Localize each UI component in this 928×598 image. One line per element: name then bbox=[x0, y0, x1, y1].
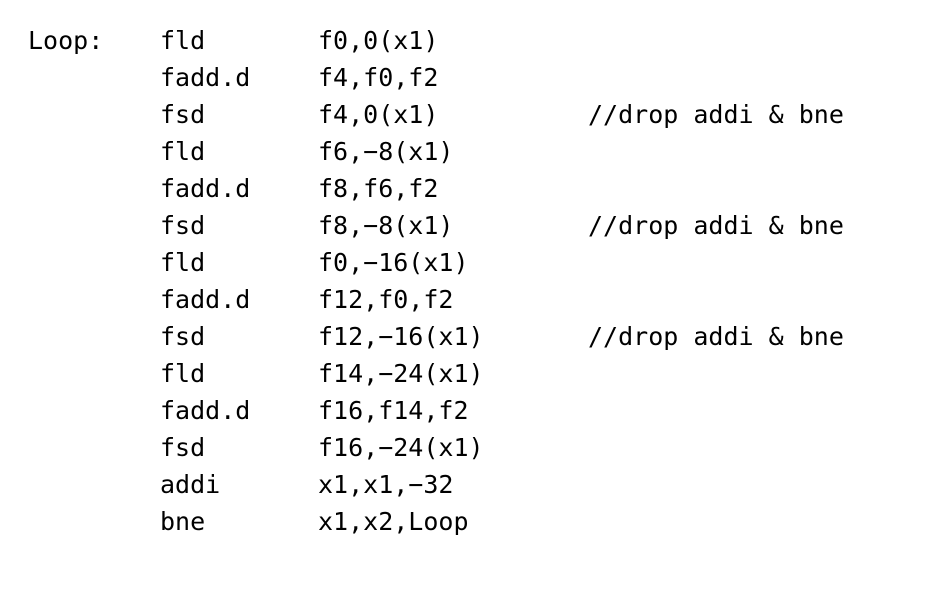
instruction-operands: x1,x1,−32 bbox=[318, 470, 454, 499]
instruction-operands: f0,−16(x1) bbox=[318, 248, 469, 277]
instruction-mnemonic: fadd.d bbox=[160, 396, 251, 425]
code-line: fadd.d f8,f6,f2 bbox=[0, 170, 928, 207]
instruction-mnemonic: fsd bbox=[160, 100, 206, 129]
instruction-operands: f16,−24(x1) bbox=[318, 433, 484, 462]
instruction-comment: //drop addi & bne bbox=[588, 322, 844, 351]
code-line: fsd f12,−16(x1) //drop addi & bne bbox=[0, 318, 928, 355]
instruction-operands: f4,0(x1) bbox=[318, 100, 439, 129]
code-line: addi x1,x1,−32 bbox=[0, 466, 928, 503]
code-line: fld f6,−8(x1) bbox=[0, 133, 928, 170]
instruction-mnemonic: fld bbox=[160, 26, 206, 55]
instruction-mnemonic: fld bbox=[160, 248, 206, 277]
instruction-operands: f8,−8(x1) bbox=[318, 211, 454, 240]
code-line: fsd f16,−24(x1) bbox=[0, 429, 928, 466]
instruction-mnemonic: fadd.d bbox=[160, 174, 251, 203]
instruction-mnemonic: fadd.d bbox=[160, 285, 251, 314]
instruction-mnemonic: fld bbox=[160, 137, 206, 166]
instruction-mnemonic: addi bbox=[160, 470, 221, 499]
instruction-operands: f0,0(x1) bbox=[318, 26, 439, 55]
instruction-operands: f14,−24(x1) bbox=[318, 359, 484, 388]
code-line: fsd f8,−8(x1) //drop addi & bne bbox=[0, 207, 928, 244]
instruction-comment: //drop addi & bne bbox=[588, 211, 844, 240]
instruction-mnemonic: fsd bbox=[160, 211, 206, 240]
instruction-mnemonic: fsd bbox=[160, 322, 206, 351]
code-line: bne x1,x2,Loop bbox=[0, 503, 928, 540]
instruction-operands: f12,f0,f2 bbox=[318, 285, 454, 314]
instruction-mnemonic: fsd bbox=[160, 433, 206, 462]
instruction-label: Loop: bbox=[28, 26, 104, 55]
instruction-operands: f16,f14,f2 bbox=[318, 396, 469, 425]
instruction-mnemonic: fadd.d bbox=[160, 63, 251, 92]
instruction-operands: f6,−8(x1) bbox=[318, 137, 454, 166]
code-line: fadd.d f12,f0,f2 bbox=[0, 281, 928, 318]
instruction-operands: f12,−16(x1) bbox=[318, 322, 484, 351]
code-line: Loop: fld f0,0(x1) bbox=[0, 22, 928, 59]
instruction-operands: f4,f0,f2 bbox=[318, 63, 439, 92]
instruction-comment: //drop addi & bne bbox=[588, 100, 844, 129]
code-line: fsd f4,0(x1) //drop addi & bne bbox=[0, 96, 928, 133]
instruction-mnemonic: bne bbox=[160, 507, 206, 536]
code-line: fld f0,−16(x1) bbox=[0, 244, 928, 281]
code-line: fadd.d f16,f14,f2 bbox=[0, 392, 928, 429]
code-line: fadd.d f4,f0,f2 bbox=[0, 59, 928, 96]
instruction-operands: f8,f6,f2 bbox=[318, 174, 439, 203]
code-line: fld f14,−24(x1) bbox=[0, 355, 928, 392]
instruction-operands: x1,x2,Loop bbox=[318, 507, 469, 536]
instruction-mnemonic: fld bbox=[160, 359, 206, 388]
